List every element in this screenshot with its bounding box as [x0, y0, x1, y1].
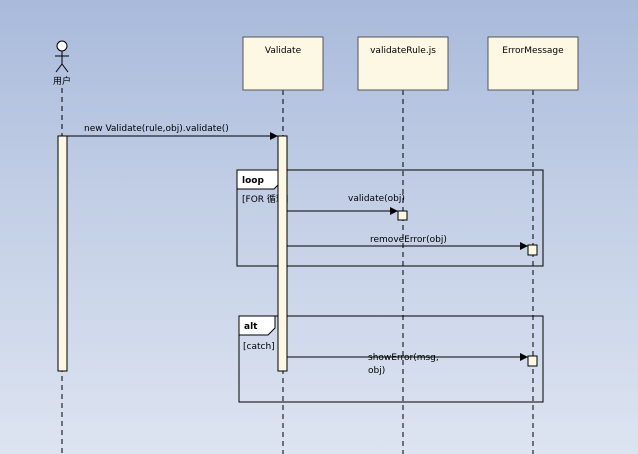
message-show-error[interactable]: showError(msg, obj)	[287, 353, 528, 376]
actor-leg-right	[61, 63, 69, 73]
actor-leg-left	[55, 63, 63, 73]
lifeline-label-validate-rule: validateRule.js	[370, 46, 436, 56]
actor-user[interactable]: 用户	[53, 40, 71, 87]
activation-error-message-2	[527, 355, 538, 367]
activation-validate	[277, 135, 288, 372]
lifeline-label-error-message: ErrorMessage	[502, 46, 564, 56]
activation-actor	[57, 135, 68, 372]
message-label: new Validate(rule,obj).validate()	[84, 124, 229, 134]
lifeline-label-validate: Validate	[265, 46, 302, 56]
fragment-alt-tag: alt	[244, 322, 258, 332]
message-label: showError(msg,	[368, 353, 439, 363]
activation-error-message-1	[527, 244, 538, 256]
fragment-loop-guard: [FOR 循环]	[242, 193, 288, 205]
activation-validate-rule	[397, 210, 408, 221]
lifeline-box-validate-rule[interactable]: validateRule.js	[357, 36, 449, 91]
message-label: removeError(obj)	[370, 235, 447, 245]
fragment-alt-frame	[238, 315, 544, 403]
message-label: validate(obj)	[348, 194, 405, 204]
fragment-alt-tag-box	[238, 315, 276, 336]
message-label-continued: obj)	[368, 366, 385, 376]
message-new-validate[interactable]: new Validate(rule,obj).validate()	[67, 124, 278, 140]
lifeline-box-error-message[interactable]: ErrorMessage	[487, 36, 579, 91]
lifeline-box-validate[interactable]: Validate	[242, 36, 324, 91]
fragment-loop[interactable]: loop [FOR 循环]	[236, 169, 544, 267]
fragment-alt[interactable]: alt [catch]	[238, 315, 544, 403]
fragment-loop-frame	[236, 169, 544, 267]
actor-head	[56, 40, 68, 52]
message-validate-obj[interactable]: validate(obj)	[287, 194, 405, 215]
fragment-loop-tag: loop	[242, 176, 264, 186]
actor-label: 用户	[53, 75, 71, 87]
fragment-alt-guard: [catch]	[243, 342, 275, 352]
message-remove-error[interactable]: removeError(obj)	[287, 235, 528, 250]
